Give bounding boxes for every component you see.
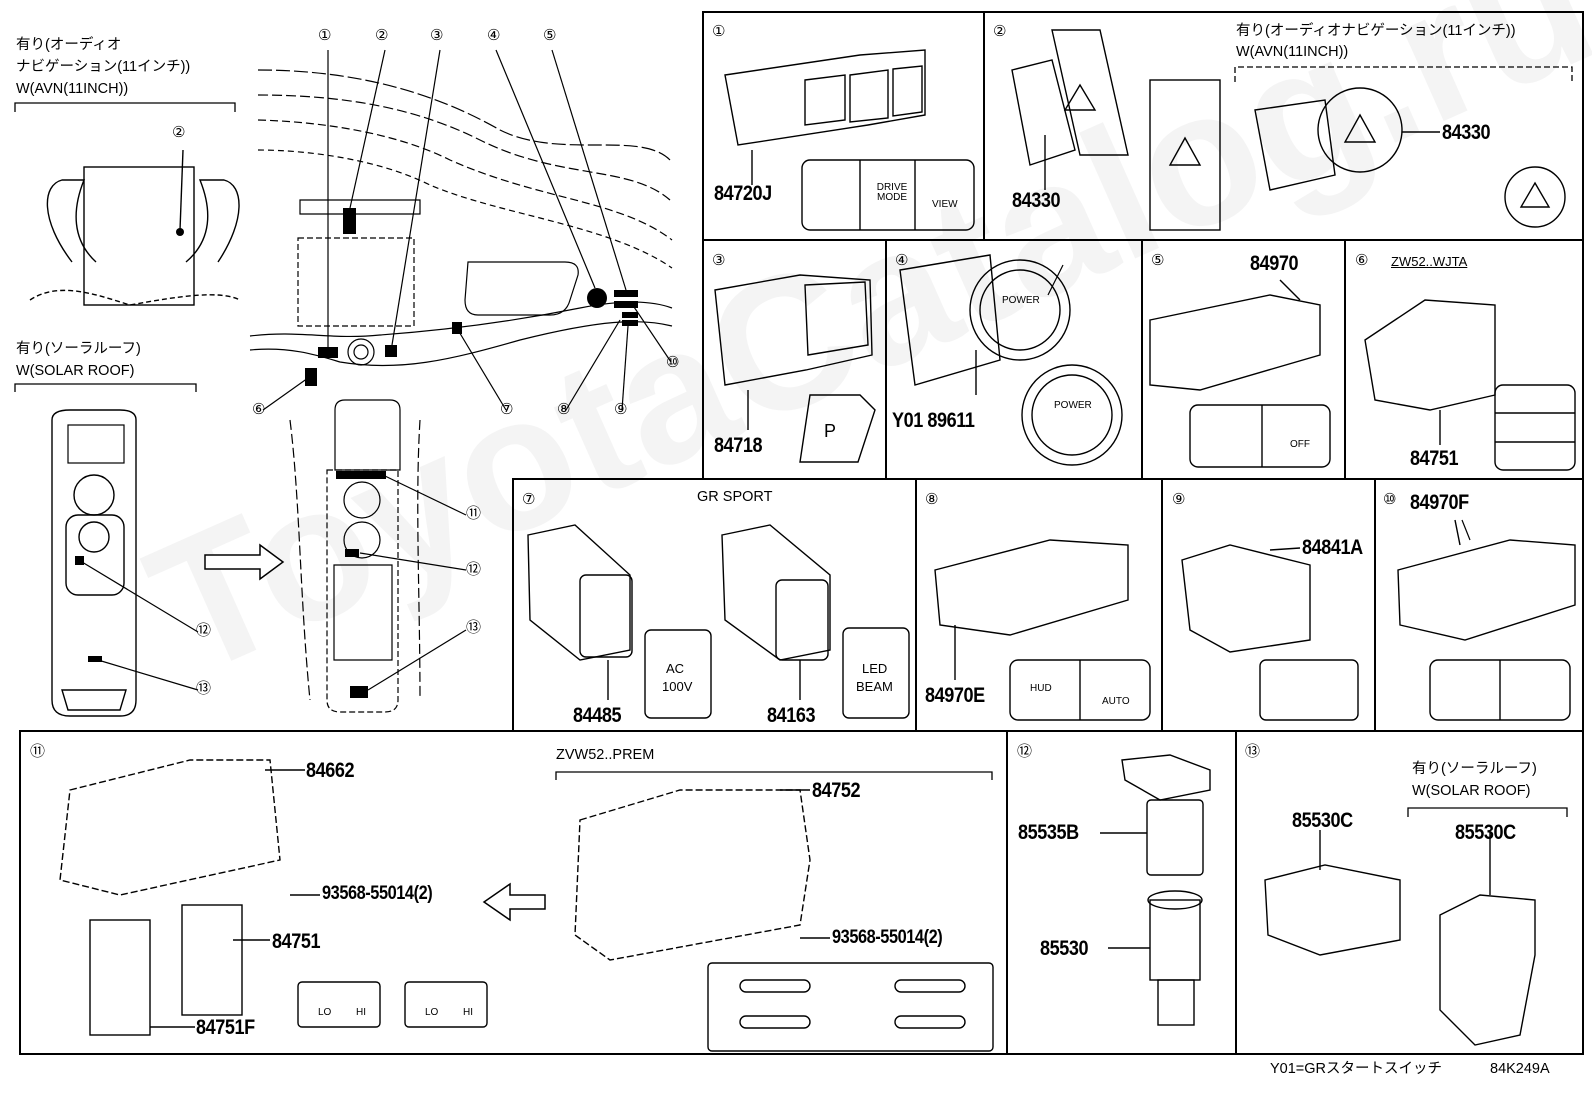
panel-2-part-b: 84330 [1442, 121, 1491, 144]
panel-13-note-jp: 有り(ソーラルーフ) [1412, 761, 1537, 777]
panel-13-part-a: 85530C [1292, 809, 1353, 832]
panel-12-number: ⑫ [1017, 743, 1033, 760]
panel-13-number: ⑬ [1245, 743, 1261, 760]
panel-5-part: 84970 [1250, 252, 1299, 275]
panel-3-p-label: P [824, 421, 837, 441]
callout-2-left: ② [172, 124, 186, 141]
panel-7-part-b: 84163 [767, 704, 816, 727]
panel-12-part-b: 85530 [1040, 937, 1089, 960]
panel-13-part-b: 85530C [1455, 821, 1516, 844]
panel-13-note-en: W(SOLAR ROOF) [1412, 783, 1531, 799]
footer-code: 84K249A [1490, 1061, 1550, 1077]
callout-13: ⑬ [466, 619, 482, 636]
callout-7: ⑦ [500, 401, 514, 418]
panel-7-ac-label: AC [666, 661, 685, 676]
panel-1-drive-label: DRIVE MODE [876, 182, 908, 203]
dashboard-sketch [249, 69, 673, 713]
panel-1-view-label: VIEW [932, 199, 958, 210]
panel-7-number: ⑦ [522, 491, 536, 508]
avn-note-jp-2: ナビゲーション(11インチ)) [16, 59, 191, 75]
avn-note-en: W(AVN(11INCH)) [16, 81, 129, 97]
panel-3-number: ③ [712, 252, 726, 269]
panel-2-note-jp: 有り(オーディオナビゲーション(11インチ)) [1236, 23, 1516, 39]
panel-2-number: ② [993, 23, 1007, 40]
panel-4-power-label-a: POWER [1002, 295, 1040, 306]
panel-6-number: ⑥ [1355, 252, 1369, 269]
panel-8-part: 84970E [925, 684, 985, 707]
panel-9-part: 84841A [1302, 536, 1363, 559]
panel-2-part-a: 84330 [1012, 189, 1061, 212]
callout-12-left: ⑫ [196, 622, 212, 639]
panel-11-hi-a: HI [356, 1007, 366, 1018]
panel-10-part: 84970F [1410, 491, 1469, 514]
panel-7-part-a: 84485 [573, 704, 622, 727]
panel-4-number: ④ [895, 252, 909, 269]
panel-4-power-label-b: POWER [1054, 400, 1092, 411]
panel-2-note-en: W(AVN(11INCH)) [1236, 44, 1349, 60]
panel-5-number: ⑤ [1151, 252, 1165, 269]
solar-note-en: W(SOLAR ROOF) [16, 363, 135, 379]
left-arrow-icon [482, 882, 546, 922]
callout-12: ⑫ [466, 561, 482, 578]
panel-11-screw: 93568-55014(2) [322, 883, 433, 904]
panel-11-part-b: 84751 [272, 930, 321, 953]
avn-note-jp-1: 有り(オーディオ [16, 37, 122, 53]
panel-11-hi-b: HI [463, 1007, 473, 1018]
callout-3: ③ [430, 27, 444, 44]
panel-4-part: Y01 89611 [892, 409, 975, 432]
callout-13-left: ⑬ [196, 680, 212, 697]
solar-note-jp: 有り(ソーラルーフ) [16, 341, 141, 357]
panel-8-number: ⑧ [925, 491, 939, 508]
callout-8: ⑧ [557, 401, 571, 418]
callout-6: ⑥ [252, 401, 266, 418]
footer-note: Y01=GRスタートスイッチ [1270, 1061, 1443, 1077]
callout-2: ② [375, 27, 389, 44]
panel-11-part-d: 84752 [812, 779, 861, 802]
panel-11-part-c: 84751F [196, 1016, 255, 1039]
panel-3-part: 84718 [714, 434, 763, 457]
panel-12-part-a: 85535B [1018, 821, 1079, 844]
panel-11-number: ⑪ [30, 743, 46, 760]
callout-11: ⑪ [466, 505, 482, 522]
callout-1: ① [318, 27, 332, 44]
panel-1-part: 84720J [714, 182, 772, 205]
panel-11-screw-b: 93568-55014(2) [832, 927, 943, 948]
panel-9-number: ⑨ [1172, 491, 1186, 508]
panel-11-model: ZVW52..PREM [556, 747, 655, 763]
panel-7-title: GR SPORT [697, 489, 773, 505]
callout-4: ④ [487, 27, 501, 44]
panel-8-hud-label: HUD [1030, 683, 1052, 694]
panel-1-number: ① [712, 23, 726, 40]
panel-11-part-a: 84662 [306, 759, 355, 782]
callout-9: ⑨ [614, 401, 628, 418]
right-arrow-icon [204, 543, 285, 581]
panel-7-beam-label: BEAM [856, 679, 893, 694]
panel-8-auto-label: AUTO [1102, 696, 1130, 707]
panel-6-model: ZW52..WJTA [1391, 254, 1468, 269]
panel-7-100v-label: 100V [662, 679, 693, 694]
panel-11-lo-b: LO [425, 1007, 439, 1018]
panel-7-led-label: LED [862, 661, 888, 676]
panel-10-number: ⑩ [1383, 491, 1397, 508]
callout-5: ⑤ [543, 27, 557, 44]
panel-6-part: 84751 [1410, 447, 1459, 470]
callout-10: ⑩ [666, 354, 680, 371]
panel-5-off-label: OFF [1290, 439, 1310, 450]
dashboard-switch-markers [305, 208, 638, 698]
panel-11-lo-a: LO [318, 1007, 332, 1018]
bottom-frame [19, 730, 1584, 1055]
